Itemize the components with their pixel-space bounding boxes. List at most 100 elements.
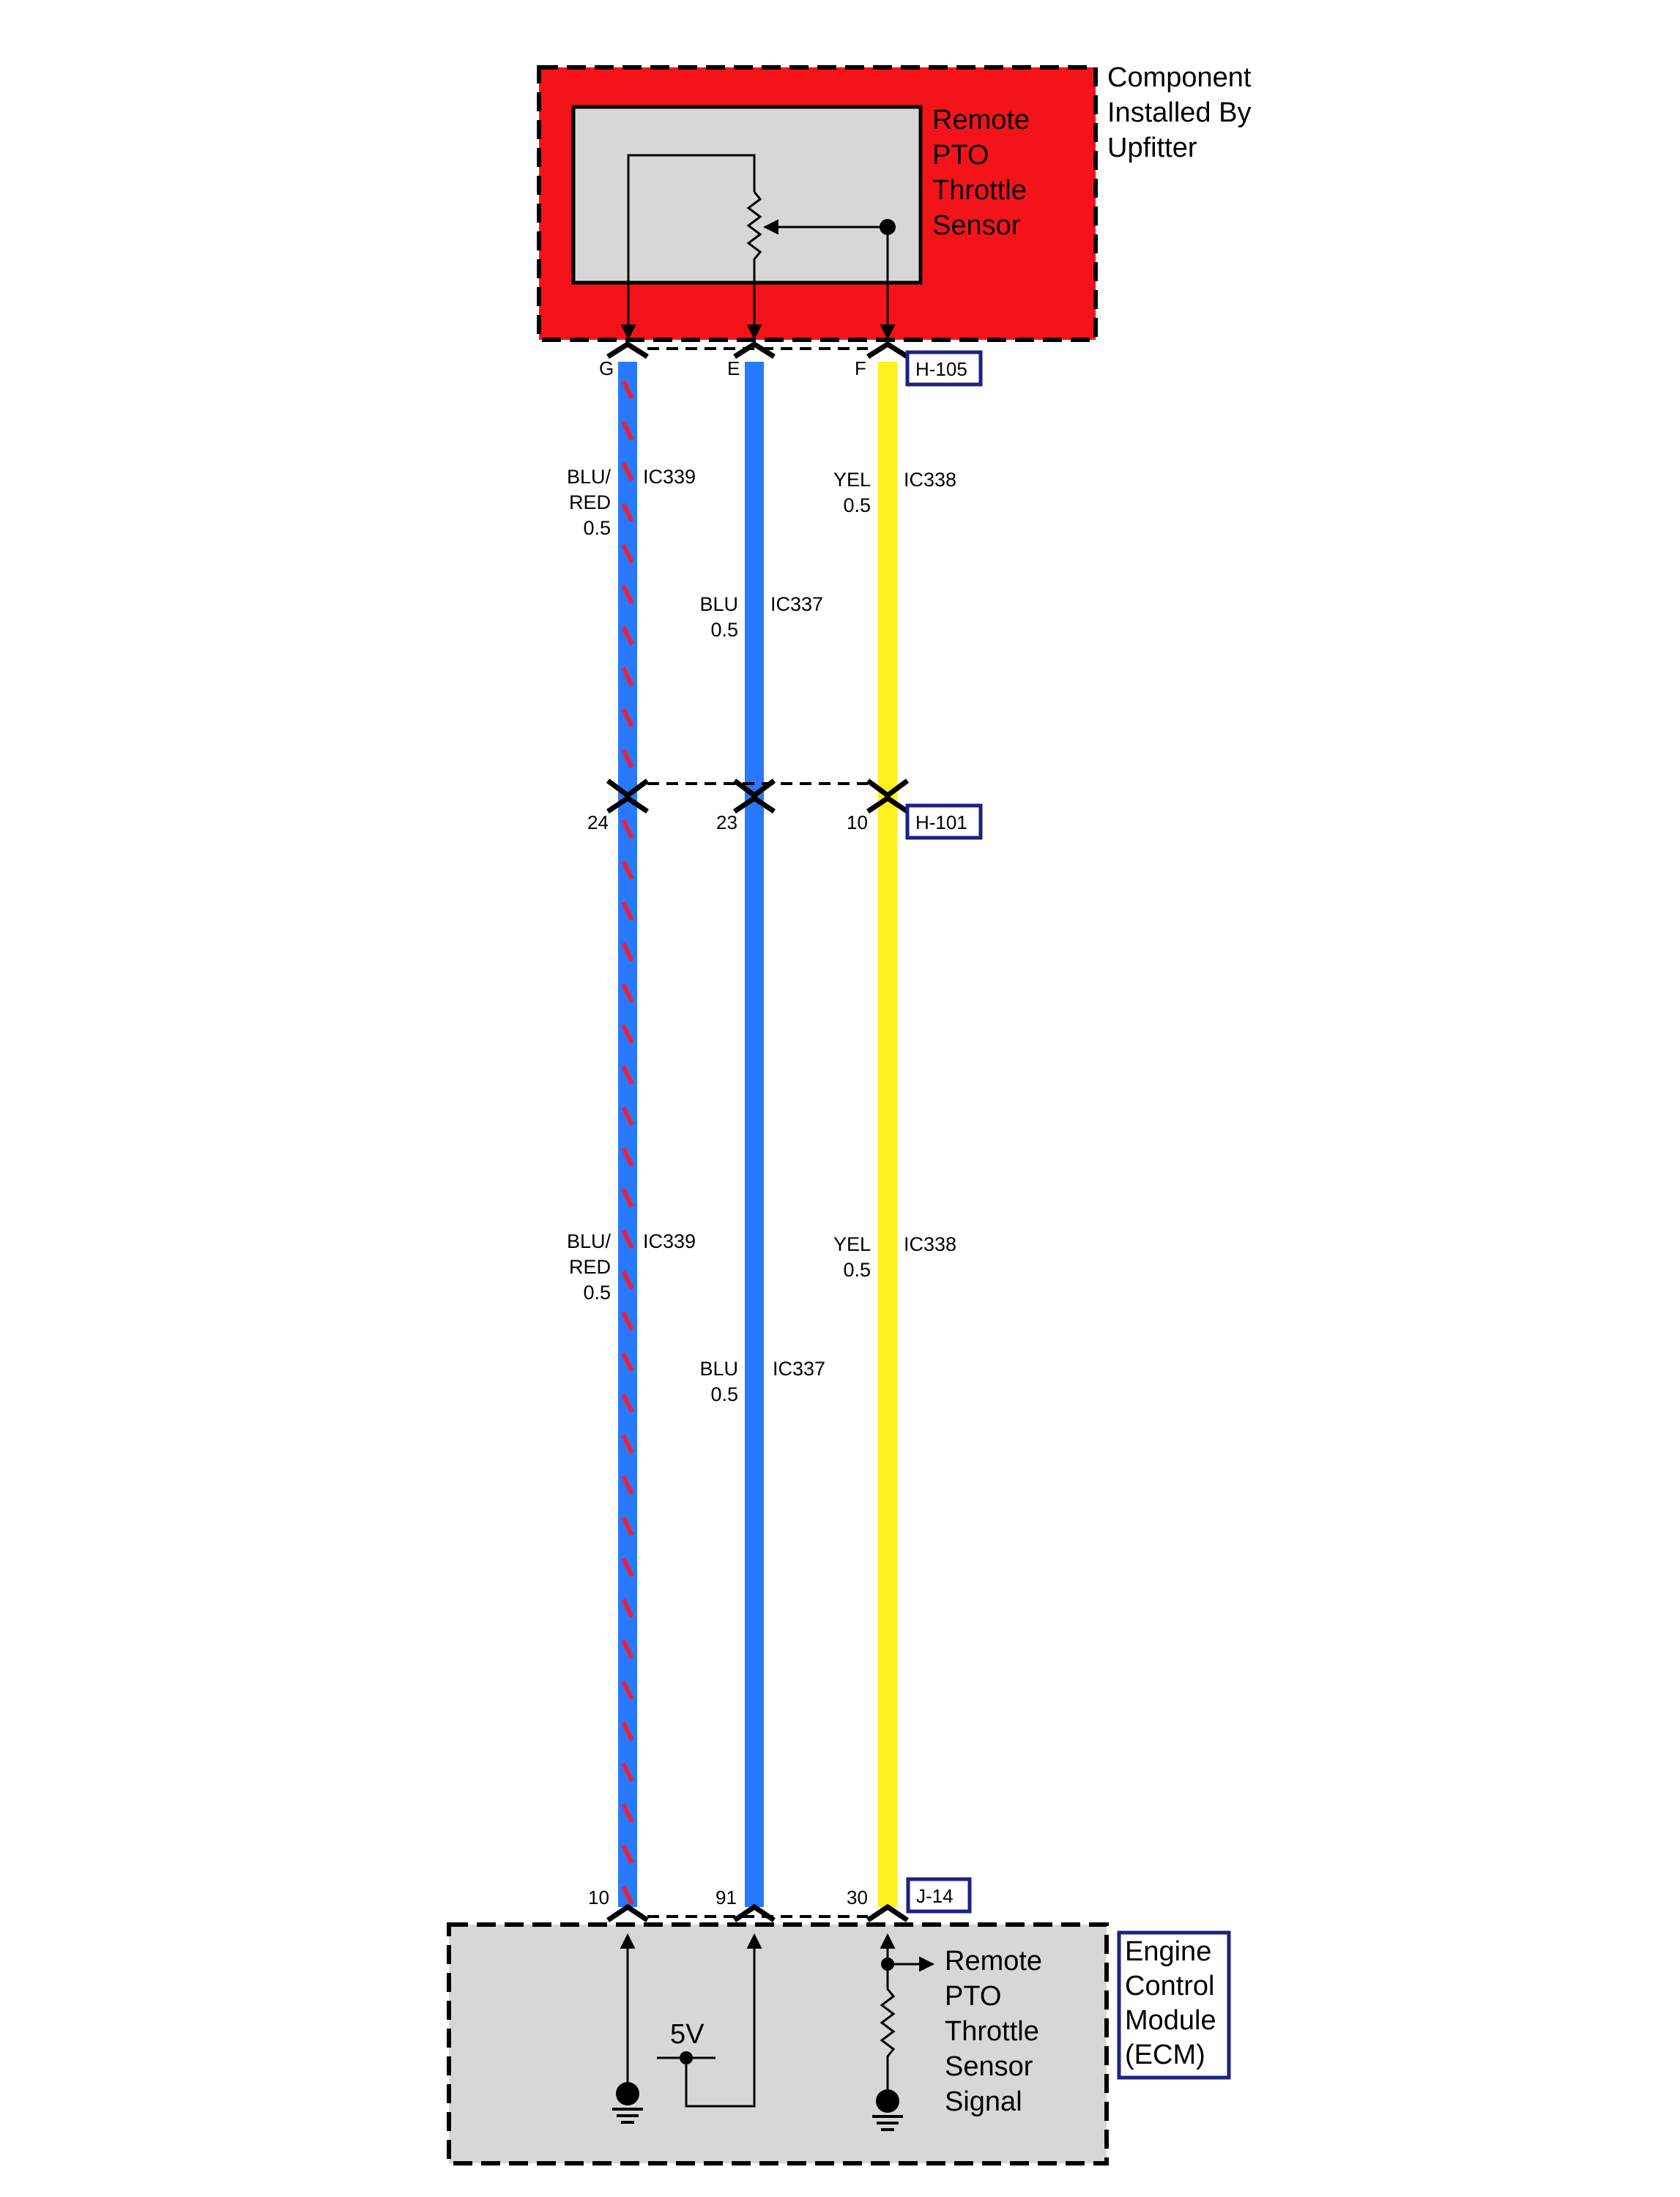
ecm-5v-label: 5V	[670, 2019, 705, 2050]
connector-id: J-14	[916, 1885, 954, 1907]
stripe-mark	[621, 666, 634, 687]
ecm-module-box	[447, 1922, 1109, 2166]
svg-text:YEL: YEL	[833, 1233, 871, 1255]
svg-text:0.5: 0.5	[843, 1259, 871, 1281]
stripe-mark	[621, 1885, 634, 1906]
svg-text:IC338: IC338	[904, 469, 956, 491]
stripe-mark	[621, 1311, 634, 1331]
ecm-name-label: Engine Control Module (ECM)	[1117, 1930, 1231, 2080]
svg-text:0.5: 0.5	[583, 517, 611, 539]
svg-text:IC339: IC339	[643, 466, 696, 488]
connector-h101: 24 23 10 H-101	[587, 778, 983, 840]
pin-label: 10	[588, 1886, 609, 1908]
stripe-mark	[621, 1352, 634, 1372]
svg-text:YEL: YEL	[833, 469, 871, 491]
ecm-signal-name: Remote PTO Throttle Sensor Signal	[945, 1946, 1042, 2117]
pin-label: F	[855, 357, 866, 379]
svg-text:BLU/: BLU/	[567, 466, 612, 488]
stripe-mark	[621, 1270, 634, 1290]
upfitter-note: Component Installed By Upfitter	[1107, 62, 1252, 163]
wire-ic338	[878, 362, 897, 1907]
pin-label: G	[599, 357, 614, 379]
svg-text:IC337: IC337	[770, 593, 823, 615]
wire-ic337	[745, 362, 764, 1907]
svg-text:Signal: Signal	[945, 2086, 1022, 2117]
svg-text:BLU: BLU	[699, 593, 738, 615]
stripe-mark	[621, 983, 634, 1003]
wire-labels-upper: BLU/ RED 0.5 IC339 BLU 0.5 IC337 YEL 0.5…	[567, 466, 956, 641]
stripe-mark	[621, 1721, 634, 1741]
ecm-5v-line	[685, 1933, 762, 2108]
stripe-mark	[621, 461, 634, 482]
stripe-mark	[621, 543, 634, 564]
svg-text:IC337: IC337	[773, 1358, 825, 1380]
connector-j14: 10 91 30 J-14	[588, 1877, 972, 1922]
wiper-node	[880, 219, 896, 235]
pin-label: 91	[716, 1886, 737, 1908]
stripe-mark	[621, 860, 634, 880]
stripe-mark	[621, 1188, 634, 1208]
svg-text:PTO: PTO	[945, 1981, 1001, 2012]
stripe-mark	[621, 1844, 634, 1865]
stripe-mark	[621, 707, 634, 728]
svg-text:IC339: IC339	[643, 1230, 696, 1252]
svg-text:Throttle: Throttle	[932, 175, 1027, 206]
potentiometer-symbol	[620, 154, 896, 341]
stripe-mark	[621, 1475, 634, 1495]
wire-stripe-red	[621, 379, 634, 1906]
pin-label: 24	[587, 811, 609, 833]
stripe-mark	[621, 584, 634, 605]
svg-text:Installed By: Installed By	[1107, 97, 1251, 128]
svg-text:0.5: 0.5	[710, 1383, 738, 1405]
stripe-mark	[621, 1680, 634, 1700]
stripe-mark	[621, 1065, 634, 1085]
ecm-signal-node	[881, 1958, 894, 1971]
ecm-pullup-resistor	[880, 1964, 896, 2091]
pin-label: 30	[847, 1886, 868, 1908]
stripe-mark	[621, 1229, 634, 1249]
stripe-mark	[621, 1557, 634, 1577]
svg-text:BLU: BLU	[699, 1358, 738, 1380]
stripe-mark	[621, 901, 634, 921]
svg-text:Engine: Engine	[1125, 1936, 1211, 1967]
ecm-5v-node	[680, 2051, 693, 2064]
stripe-mark	[621, 625, 634, 646]
ground-icon	[872, 2089, 903, 2131]
pin-label: 10	[847, 811, 868, 833]
svg-text:(ECM): (ECM)	[1125, 2040, 1205, 2070]
stripe-mark	[621, 1147, 634, 1167]
svg-text:Sensor: Sensor	[945, 2051, 1033, 2082]
connector-id-box	[905, 803, 983, 840]
svg-text:Control: Control	[1125, 1971, 1215, 2001]
stripe-mark	[621, 1024, 634, 1044]
sensor-name: Remote PTO Throttle Sensor	[932, 105, 1030, 241]
wire-ic339	[618, 362, 637, 1907]
svg-text:IC338: IC338	[904, 1233, 956, 1255]
svg-text:RED: RED	[569, 491, 611, 513]
svg-text:RED: RED	[569, 1256, 611, 1278]
connector-id-box	[906, 1877, 972, 1914]
svg-text:Remote: Remote	[932, 105, 1030, 135]
connector-id: H-101	[915, 811, 967, 833]
pin-label: E	[727, 357, 740, 379]
stripe-mark	[621, 1598, 634, 1618]
stripe-mark	[621, 1434, 634, 1454]
svg-text:0.5: 0.5	[710, 619, 738, 641]
stripe-mark	[621, 420, 634, 441]
stripe-mark	[621, 942, 634, 962]
stripe-mark	[621, 502, 634, 523]
svg-text:BLU/: BLU/	[567, 1230, 612, 1252]
connector-id-box	[905, 350, 983, 387]
svg-text:Upfitter: Upfitter	[1107, 133, 1197, 163]
connector-id: H-105	[915, 358, 967, 380]
svg-text:Component: Component	[1107, 62, 1252, 93]
stripe-mark	[621, 1803, 634, 1824]
connector-h105: G E F H-105	[599, 341, 983, 387]
pin-label: 23	[716, 811, 737, 833]
stripe-mark	[621, 1106, 634, 1126]
svg-text:Throttle: Throttle	[945, 2016, 1039, 2047]
stripe-mark	[621, 748, 634, 769]
stripe-mark	[621, 1639, 634, 1659]
stripe-mark	[621, 379, 634, 400]
stripe-mark	[621, 1762, 634, 1782]
